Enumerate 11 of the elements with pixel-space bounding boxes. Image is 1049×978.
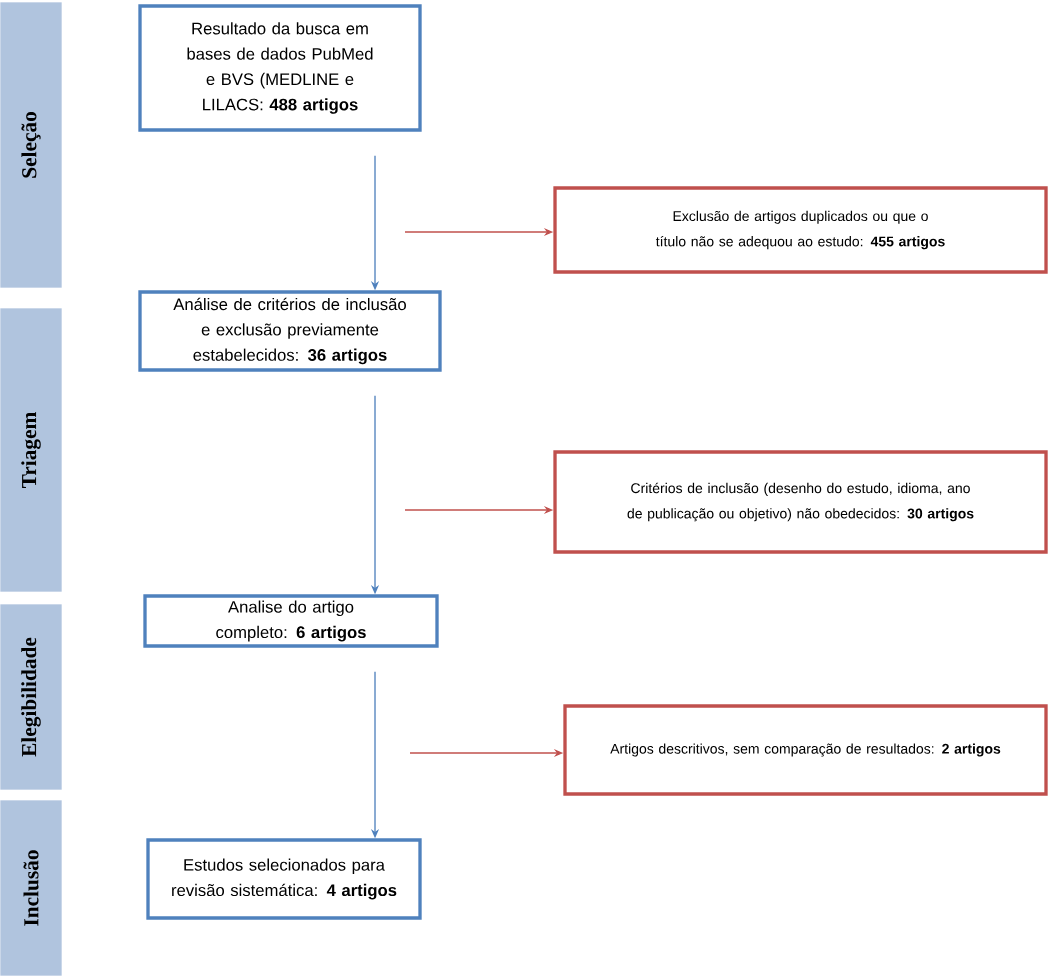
phase-band: Seleção — [0, 1, 63, 289]
exclusion-box: Artigos descritivos, sem comparação de resultados: 2 artigos — [563, 704, 1048, 796]
process-box: Análise de critérios de inclusão e exclusão previamente estabelecidos: 36 artigos — [138, 290, 442, 372]
process-box: Estudos selecionados para revisão sistemática: 4 artigos — [146, 838, 422, 920]
phase-band: Triagem — [0, 307, 63, 593]
phase-band: Inclusão — [0, 799, 63, 977]
exclusion-box: Exclusão de artigos duplicados ou que o título não se adequou ao estudo: 455 artigos — [553, 186, 1048, 274]
exclusion-box: Critérios de inclusão (desenho do estudo, idioma, ano de publicação ou objetivo) não obedecidos: 30 artigos — [553, 450, 1048, 554]
process-box: Analise do artigo completo: 6 artigos — [143, 594, 439, 648]
process-box: Resultado da busca em bases de dados PubMed e BVS (MEDLINE e LILACS: 488 artigos — [138, 4, 422, 132]
phase-band: Elegibilidade — [0, 603, 63, 791]
